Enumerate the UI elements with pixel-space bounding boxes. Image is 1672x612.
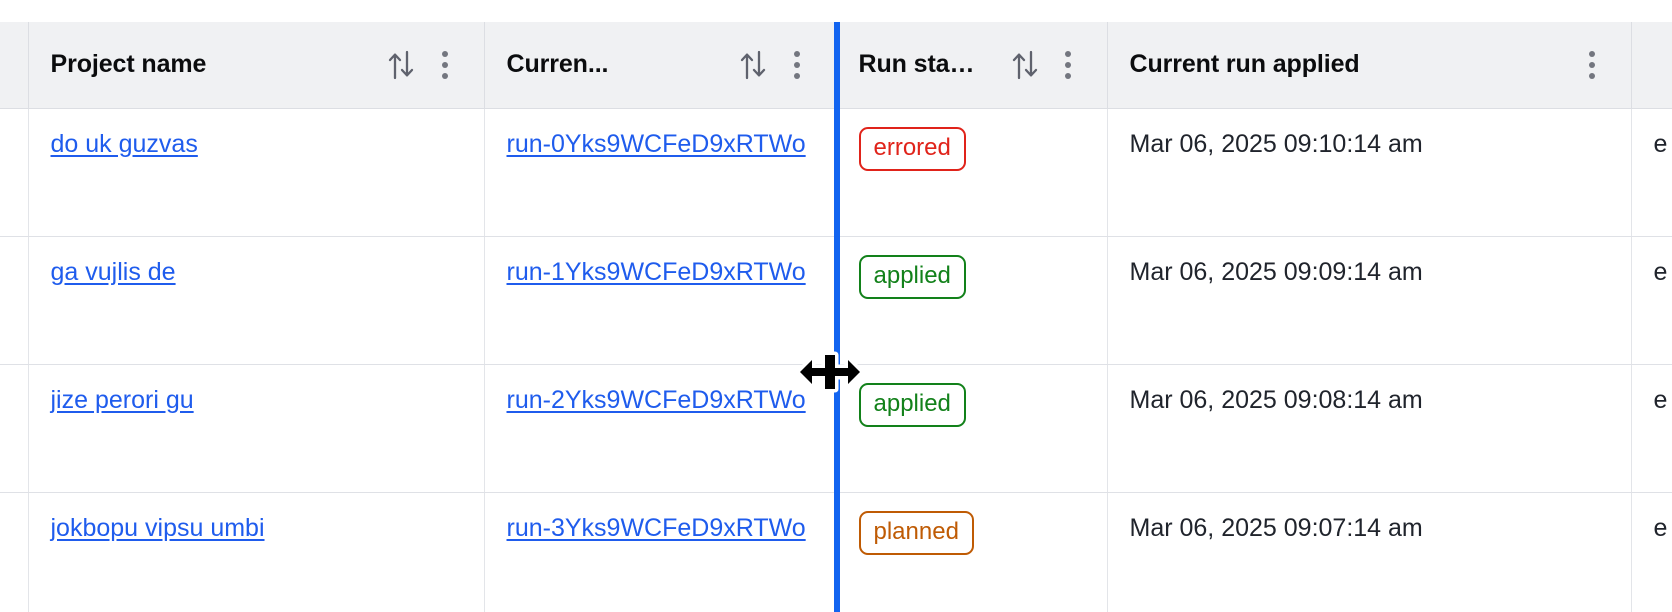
- cell-current-run: run-3Yks9WCFeD9xRTWo: [484, 492, 837, 612]
- table-scroll-container[interactable]: Project name: [0, 22, 1672, 612]
- applied-timestamp: Mar 06, 2025 09:09:14 am: [1129, 257, 1423, 286]
- column-header-current-run[interactable]: Curren...: [484, 22, 837, 109]
- cell-partial-next: e: [1631, 492, 1672, 612]
- row-gutter-cell: [0, 364, 29, 493]
- table-top-gutter: [0, 0, 1672, 22]
- column-header-project-name-label: Project name: [50, 50, 207, 79]
- column-header-current-run-applied[interactable]: Current run applied: [1107, 22, 1632, 109]
- cell-project-name: do uk guzvas: [28, 108, 485, 237]
- cell-current-run-applied: Mar 06, 2025 09:08:14 am: [1107, 364, 1632, 493]
- cell-project-name: jokbopu vipsu umbi: [28, 492, 485, 612]
- column-header-project-name[interactable]: Project name: [28, 22, 485, 109]
- table-row[interactable]: jokbopu vipsu umbi run-3Yks9WCFeD9xRTWo …: [0, 492, 1672, 612]
- project-name-link[interactable]: ga vujlis de: [50, 257, 176, 286]
- applied-timestamp: Mar 06, 2025 09:08:14 am: [1129, 385, 1423, 414]
- project-name-link[interactable]: jokbopu vipsu umbi: [50, 513, 265, 542]
- cell-current-run: run-0Yks9WCFeD9xRTWo: [484, 108, 837, 237]
- status-badge: applied: [858, 382, 966, 427]
- cell-run-status: errored: [836, 108, 1108, 237]
- table-row[interactable]: ga vujlis de run-1Yks9WCFeD9xRTWo applie…: [0, 236, 1672, 365]
- kebab-menu-icon[interactable]: [1052, 45, 1084, 85]
- status-badge: applied: [858, 254, 966, 299]
- status-badge: planned: [858, 510, 974, 555]
- column-header-current-run-label: Curren...: [506, 50, 609, 79]
- project-name-link[interactable]: jize perori gu: [50, 385, 194, 414]
- table-row[interactable]: jize perori gu run-2Yks9WCFeD9xRTWo appl…: [0, 364, 1672, 493]
- kebab-menu-icon[interactable]: [428, 45, 462, 85]
- cell-run-status: planned: [836, 492, 1108, 612]
- cell-partial-next: e: [1631, 108, 1672, 237]
- sort-icon[interactable]: [384, 45, 418, 85]
- cell-run-status: applied: [836, 236, 1108, 365]
- applied-timestamp: Mar 06, 2025 09:07:14 am: [1129, 513, 1423, 542]
- cell-run-status: applied: [836, 364, 1108, 493]
- applied-timestamp: Mar 06, 2025 09:10:14 am: [1129, 129, 1423, 158]
- cell-current-run-applied: Mar 06, 2025 09:07:14 am: [1107, 492, 1632, 612]
- column-header-gutter: [0, 22, 29, 109]
- current-run-link[interactable]: run-1Yks9WCFeD9xRTWo: [506, 257, 806, 286]
- cell-partial-next: e: [1631, 364, 1672, 493]
- kebab-menu-icon[interactable]: [1575, 45, 1609, 85]
- table-header-row: Project name: [0, 22, 1672, 109]
- column-header-run-status[interactable]: Run status: [836, 22, 1108, 109]
- cell-project-name: jize perori gu: [28, 364, 485, 493]
- cell-current-run: run-1Yks9WCFeD9xRTWo: [484, 236, 837, 365]
- partial-next-value: e: [1653, 257, 1668, 286]
- projects-table: Project name: [0, 22, 1672, 612]
- cell-current-run-applied: Mar 06, 2025 09:10:14 am: [1107, 108, 1632, 237]
- current-run-link[interactable]: run-2Yks9WCFeD9xRTWo: [506, 385, 806, 414]
- row-gutter-cell: [0, 492, 29, 612]
- cell-current-run: run-2Yks9WCFeD9xRTWo: [484, 364, 837, 493]
- table-body: do uk guzvas run-0Yks9WCFeD9xRTWo errore…: [0, 108, 1672, 612]
- sort-icon[interactable]: [1008, 45, 1042, 85]
- current-run-link[interactable]: run-3Yks9WCFeD9xRTWo: [506, 513, 806, 542]
- row-gutter-cell: [0, 236, 29, 365]
- current-run-link[interactable]: run-0Yks9WCFeD9xRTWo: [506, 129, 806, 158]
- kebab-menu-icon[interactable]: [780, 45, 814, 85]
- column-header-run-status-label: Run status: [858, 50, 981, 79]
- cell-partial-next: e: [1631, 236, 1672, 365]
- partial-next-value: e: [1653, 129, 1668, 158]
- column-header-current-run-applied-label: Current run applied: [1129, 50, 1360, 79]
- cell-project-name: ga vujlis de: [28, 236, 485, 365]
- column-header-partial-next[interactable]: V: [1631, 22, 1672, 109]
- row-gutter-cell: [0, 108, 29, 237]
- project-name-link[interactable]: do uk guzvas: [50, 129, 198, 158]
- partial-next-value: e: [1653, 513, 1668, 542]
- cell-current-run-applied: Mar 06, 2025 09:09:14 am: [1107, 236, 1632, 365]
- table-row[interactable]: do uk guzvas run-0Yks9WCFeD9xRTWo errore…: [0, 108, 1672, 237]
- sort-icon[interactable]: [736, 45, 770, 85]
- status-badge: errored: [858, 126, 966, 171]
- partial-next-value: e: [1653, 385, 1668, 414]
